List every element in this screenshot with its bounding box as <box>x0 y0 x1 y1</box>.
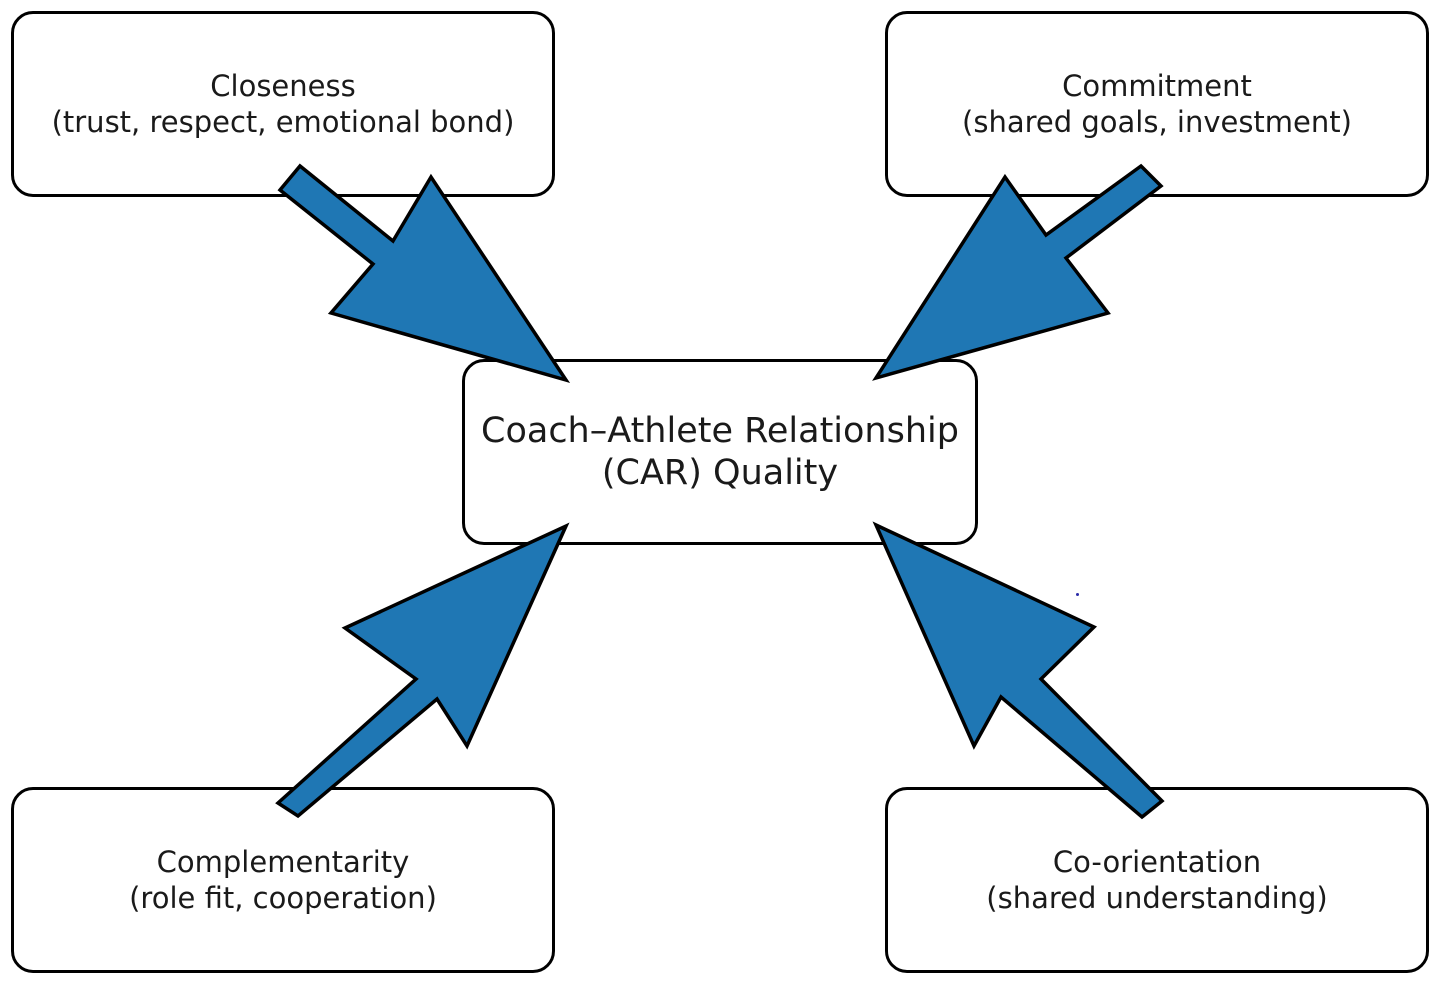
arrow-co-orientation-to-center <box>872 521 1165 820</box>
node-complementarity: Complementarity (role fit, cooperation) <box>11 787 555 973</box>
node-title: Co-orientation <box>1052 845 1262 879</box>
arrow-closeness-to-center <box>277 163 571 383</box>
node-title: Closeness <box>210 69 356 103</box>
arrow-complementarity-to-center <box>275 522 570 819</box>
node-co-orientation: Co-orientation (shared understanding) <box>885 787 1429 973</box>
node-title: Commitment <box>1062 69 1252 103</box>
stray-dot <box>1076 593 1079 596</box>
center-title-line-1: Coach–Athlete Relationship <box>481 411 959 451</box>
node-subtitle: (shared goals, investment) <box>962 105 1352 139</box>
center-node-car-quality: Coach–Athlete Relationship (CAR) Quality <box>462 359 978 545</box>
center-title-line-2: (CAR) Quality <box>601 453 839 493</box>
arrow-commitment-to-center <box>872 163 1164 381</box>
node-commitment: Commitment (shared goals, investment) <box>885 11 1429 197</box>
node-title: Complementarity <box>156 845 410 879</box>
node-subtitle: (role fit, cooperation) <box>129 881 437 915</box>
node-subtitle: (shared understanding) <box>986 881 1328 915</box>
node-subtitle: (trust, respect, emotional bond) <box>51 105 515 139</box>
node-closeness: Closeness (trust, respect, emotional bon… <box>11 11 555 197</box>
